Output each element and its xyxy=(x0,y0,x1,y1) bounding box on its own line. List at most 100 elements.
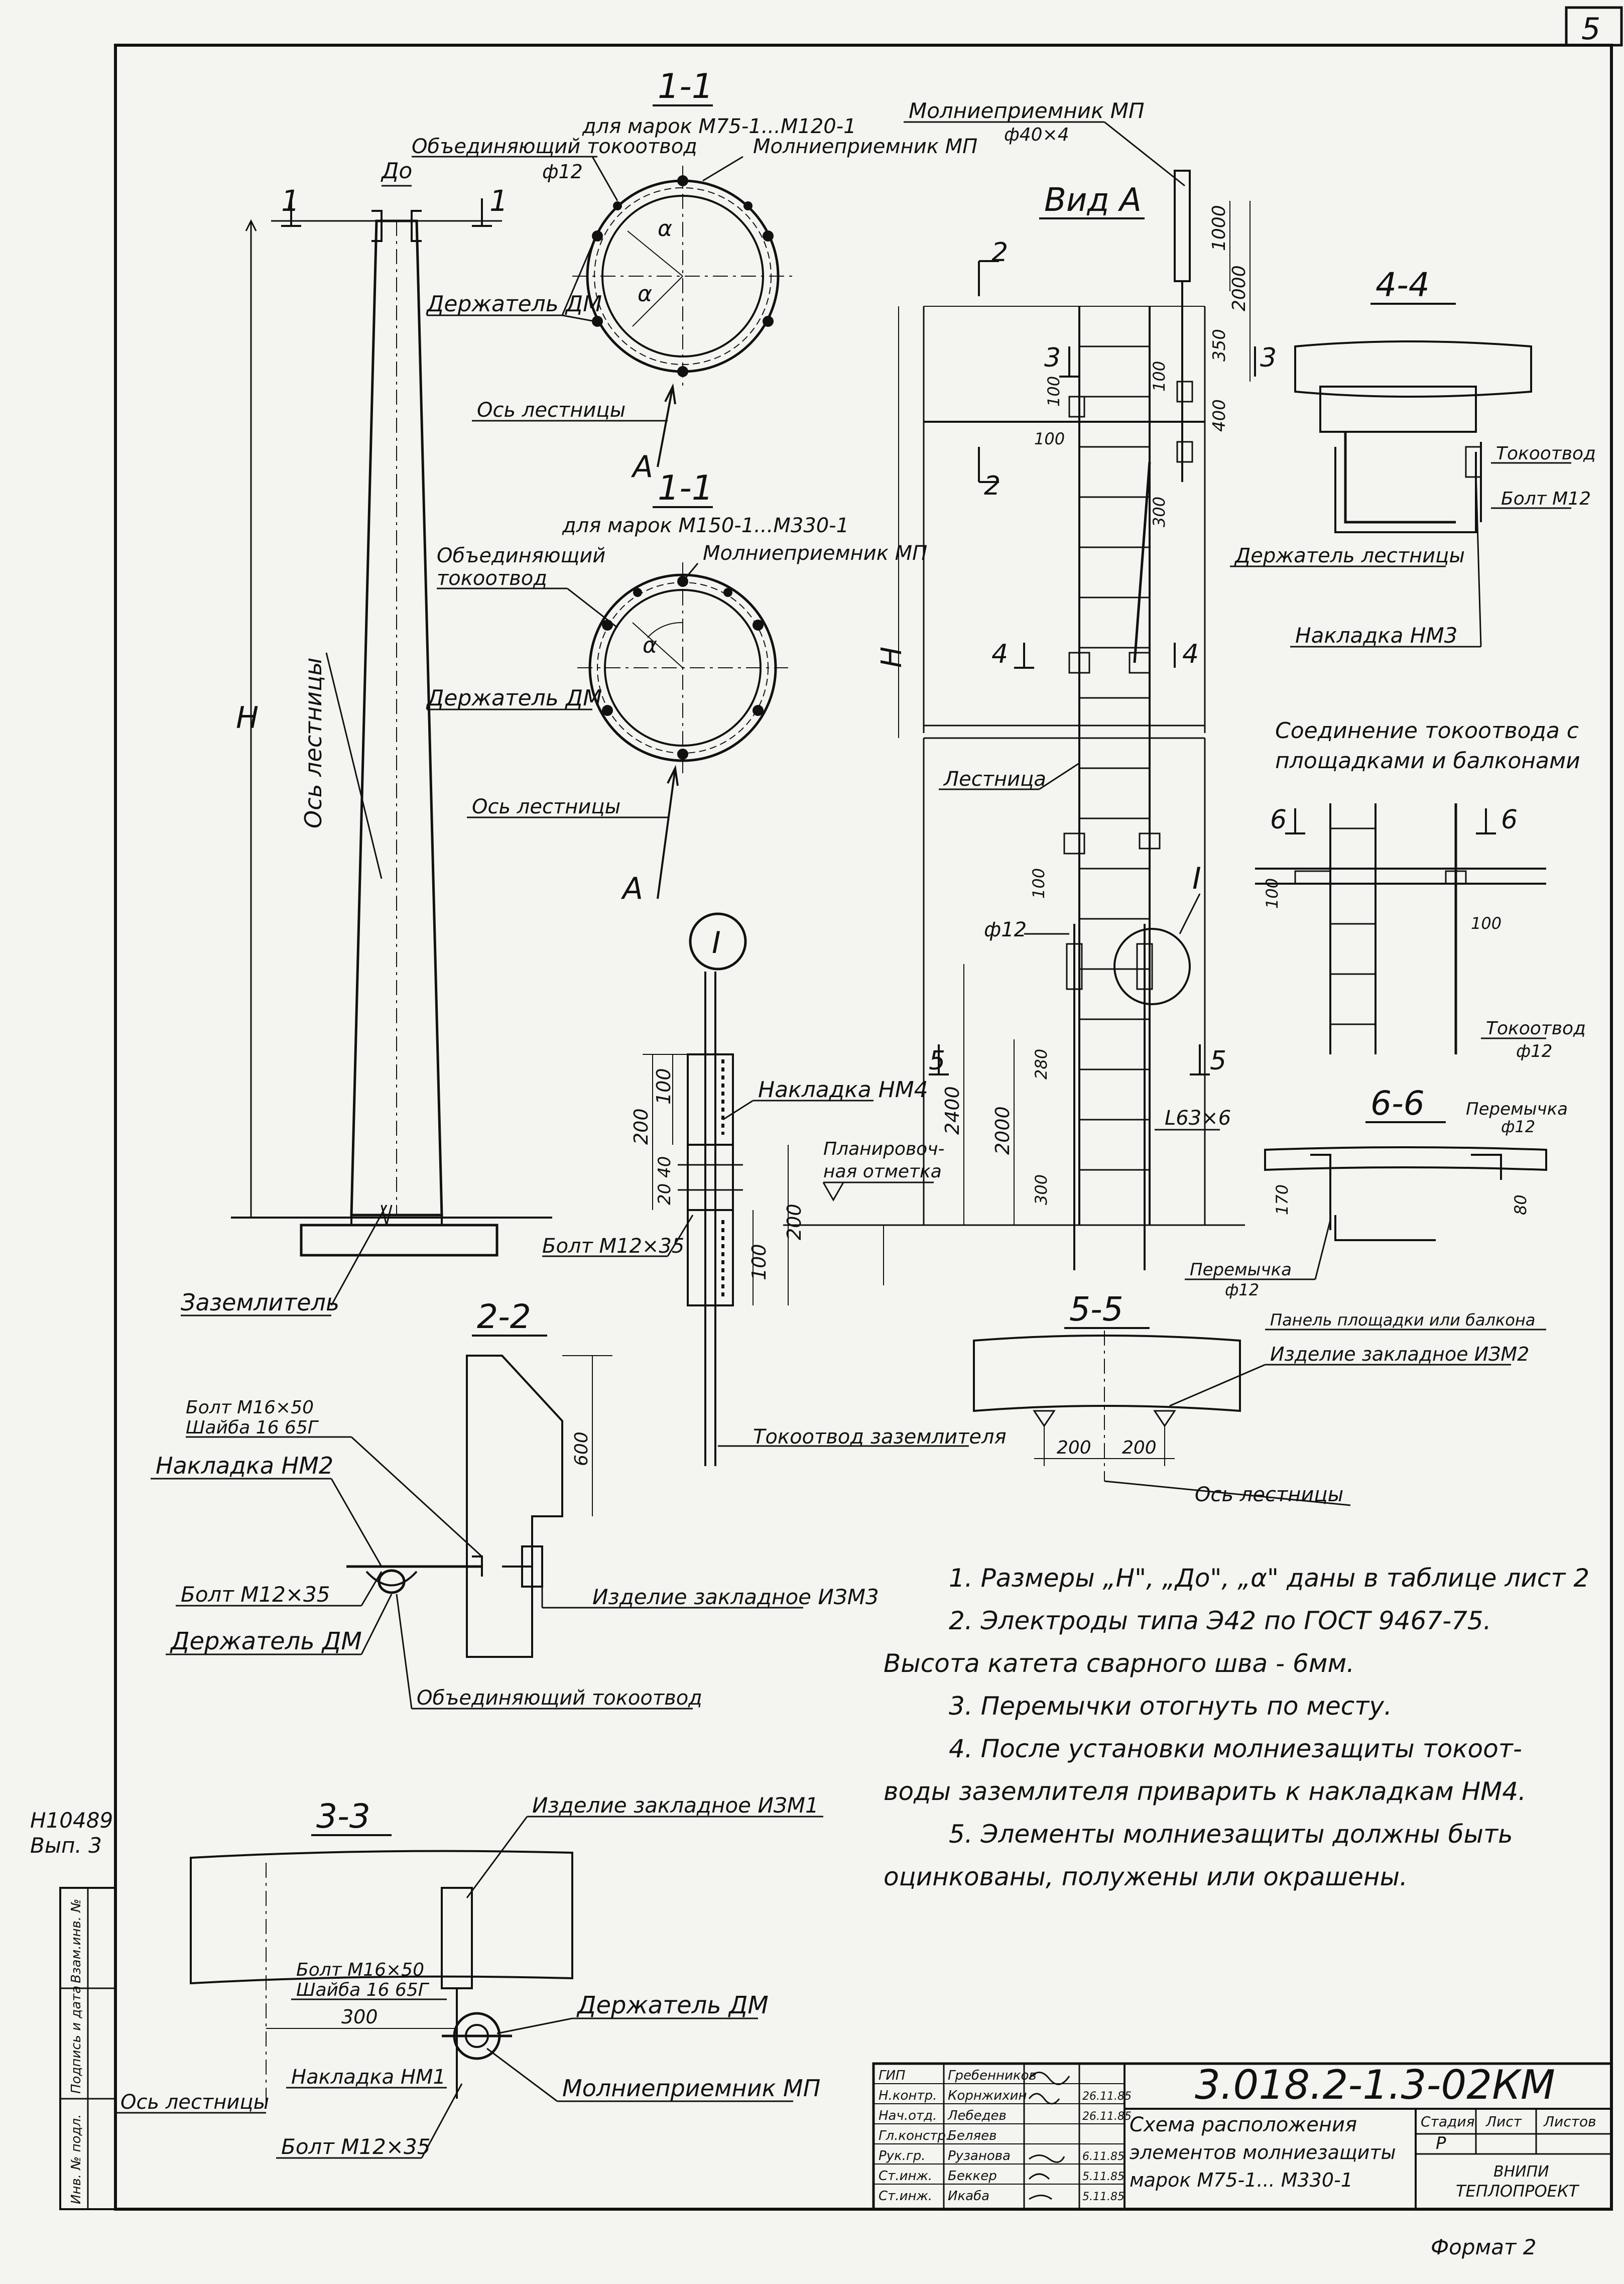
view-A-H: H xyxy=(876,647,908,668)
vA-mark-5-left: 5 xyxy=(929,1046,945,1076)
mp-d40: ф40×4 xyxy=(1004,125,1069,145)
s55-title: 5-5 xyxy=(1069,1290,1123,1329)
section-6-6: 6-6 Перемычка ф12 170 80 Перемычка ф12 П… xyxy=(1185,1084,1568,1331)
conn-d100-v: 100 xyxy=(1263,878,1282,909)
s33-bolt-m12: Болт М12×35 xyxy=(281,2134,431,2159)
d12-view-A: ф12 xyxy=(984,918,1027,941)
s22-dm: Держатель ДМ xyxy=(170,1627,362,1655)
conn-title-2: площадками и балконами xyxy=(1275,748,1580,774)
signature-scribbles xyxy=(1028,2072,1070,2200)
s33-shaiba: Шайба 16 65Г xyxy=(296,1980,430,2000)
s66-peremychka-top: Перемычка xyxy=(1466,1099,1568,1119)
tb-desc-3: марок М75-1... М330-1 xyxy=(1130,2169,1353,2191)
tb-date-5: 5.11.85 xyxy=(1082,2171,1125,2183)
view-A: Вид А Молниеприемник МП ф40×4 xyxy=(783,98,1277,1285)
tb-stage-label: Стадия xyxy=(1421,2113,1474,2130)
section-2-2: 2-2 600 Болт М16×50 Шайба 16 65Г Накладк… xyxy=(151,1297,879,1710)
panel-label: Панель площадки или балкона xyxy=(1270,1310,1535,1330)
planir-1: Планировоч- xyxy=(823,1139,944,1159)
tb-org-2: ТЕПЛОПРОЕКТ xyxy=(1456,2182,1580,2201)
s11b-A: А xyxy=(620,871,643,906)
dim-100-a: 100 xyxy=(1044,376,1063,407)
tb-name-2: Лебедев xyxy=(947,2108,1007,2123)
node-I-d200: 200 xyxy=(630,1108,652,1145)
node-I-bolt: Болт М12×35 xyxy=(542,1235,684,1258)
s11b-obed-a: Объединяющий xyxy=(437,544,605,567)
tb-date-1: 26.11.85 xyxy=(1082,2090,1132,2103)
s22-title: 2-2 xyxy=(477,1297,531,1336)
tokootvod-zaz-label: Токоотвод заземлителя xyxy=(753,1425,1007,1449)
tb-role-0: ГИП xyxy=(879,2068,906,2083)
grounding-label: Заземлитель xyxy=(181,1289,339,1316)
Do-label: Дo xyxy=(381,158,412,184)
conn-d100-h: 100 xyxy=(1471,914,1502,933)
vA-mark-2-bottom: 2 xyxy=(984,471,1001,501)
s11b-sub: для марок М150-1...М330-1 xyxy=(562,514,849,537)
s33-bolt-m16: Болт М16×50 xyxy=(296,1960,424,1980)
dim-400: 400 xyxy=(1209,399,1229,432)
section-mark-1-right: 1 xyxy=(489,184,508,218)
tb-date-2: 26.11.85 xyxy=(1082,2110,1132,2123)
tb-role-1: Н.контр. xyxy=(879,2088,937,2103)
conn-title-1: Соединение токоотвода с xyxy=(1275,718,1579,744)
vA-mark-4-left: 4 xyxy=(991,639,1008,669)
tb-role-5: Ст.инж. xyxy=(879,2169,932,2184)
planir-2: ная отметка xyxy=(823,1161,942,1182)
side-vyp: Вып. 3 xyxy=(30,1833,102,1858)
side-stamp: Н10489 Вып. 3 Взам.инв. № Подпись и дата… xyxy=(30,1808,116,2210)
tb-role-6: Ст.инж. xyxy=(879,2189,932,2204)
tb-sheets-label: Листов xyxy=(1543,2113,1596,2130)
s44-title: 4-4 xyxy=(1376,266,1430,304)
s22-obed: Объединяющий токоотвод xyxy=(417,1687,702,1710)
s55-200-a: 200 xyxy=(1057,1437,1091,1458)
sheet-frame: 5 xyxy=(114,6,1623,2211)
s66-80: 80 xyxy=(1511,1194,1530,1215)
side-inv: Н10489 xyxy=(30,1808,113,1833)
note-4b: воды заземлителя приварить к накладкам Н… xyxy=(884,1777,1526,1806)
note-2: 2. Электроды типа Э42 по ГОСТ 9467-75. xyxy=(949,1606,1491,1635)
s11b-mp-label: Молниеприемник МП xyxy=(703,542,927,565)
tb-name-4: Рузанова xyxy=(948,2148,1011,2163)
s66-title: 6-6 xyxy=(1370,1084,1425,1123)
section-5-5: 5-5 200 200 Изделие закладное ИЗМ2 Ось л… xyxy=(973,1290,1529,1506)
s66-170: 170 xyxy=(1273,1184,1292,1215)
note-3: 3. Перемычки отогнуть по месту. xyxy=(949,1692,1392,1721)
s22-bolt-m16: Болт М16×50 xyxy=(186,1397,314,1418)
s11a-sub: для марок М75-1...М120-1 xyxy=(582,115,856,138)
dim-350: 350 xyxy=(1209,329,1229,362)
section-4-4: 4-4 Токоотвод Болт М12 Держатель лестниц… xyxy=(1230,266,1596,648)
l63-label: L63×6 xyxy=(1165,1107,1231,1130)
node-I-d100b: 100 xyxy=(748,1244,770,1280)
tb-stage: Р xyxy=(1436,2133,1446,2153)
s33-mp: Молниеприемник МП xyxy=(562,2075,820,2102)
s11a-dm-label: Держатель ДМ xyxy=(426,291,602,317)
s11b-title: 1-1 xyxy=(658,468,713,508)
vA-mark-3-left: 3 xyxy=(1044,343,1061,373)
tb-code: 3.018.2-1.3-02КМ xyxy=(1195,2062,1555,2108)
vA-mark-2-top: 2 xyxy=(991,237,1008,268)
note-2b: Высота катета сварного шва - 6мм. xyxy=(884,1649,1354,1678)
notes: 1. Размеры „Н", „Дo", „α" даны в таблице… xyxy=(884,1564,1589,1891)
dim-100-d: 100 xyxy=(1029,868,1048,899)
sheet-corner-number: 5 xyxy=(1581,12,1600,47)
section-1-1-top: 1-1 для марок М75-1...М120-1 α α Объедин… xyxy=(412,67,977,485)
s22-izm3: Изделие закладное ИЗМ3 xyxy=(592,1585,879,1609)
tb-role-3: Гл.констр. xyxy=(879,2128,950,2143)
dim-100-c: 100 xyxy=(1150,361,1169,392)
s33-izm1: Изделие закладное ИЗМ1 xyxy=(532,1793,819,1818)
side-col2: Подпись и дата xyxy=(69,1986,84,2094)
s22-shaiba: Шайба 16 65Г xyxy=(186,1417,319,1438)
s22-600: 600 xyxy=(571,1431,592,1466)
tb-date-6: 5.11.85 xyxy=(1082,2191,1125,2203)
tb-name-1: Корнжихин xyxy=(948,2088,1027,2103)
dim-2000-top: 2000 xyxy=(1229,265,1250,311)
vA-mark-5-right: 5 xyxy=(1210,1046,1226,1076)
s33-300: 300 xyxy=(341,2006,378,2028)
chimney-elevation: H Дo 1 1 Ось лестницы Заземлитель xyxy=(181,158,552,1316)
s44-bolt: Болт М12 xyxy=(1501,489,1591,509)
conn-mark-6-right: 6 xyxy=(1501,805,1518,835)
s11b-dm-label: Держатель ДМ xyxy=(426,685,602,711)
tb-name-3: Беляев xyxy=(948,2128,996,2143)
s44-tokootvod: Токоотвод xyxy=(1496,443,1596,464)
